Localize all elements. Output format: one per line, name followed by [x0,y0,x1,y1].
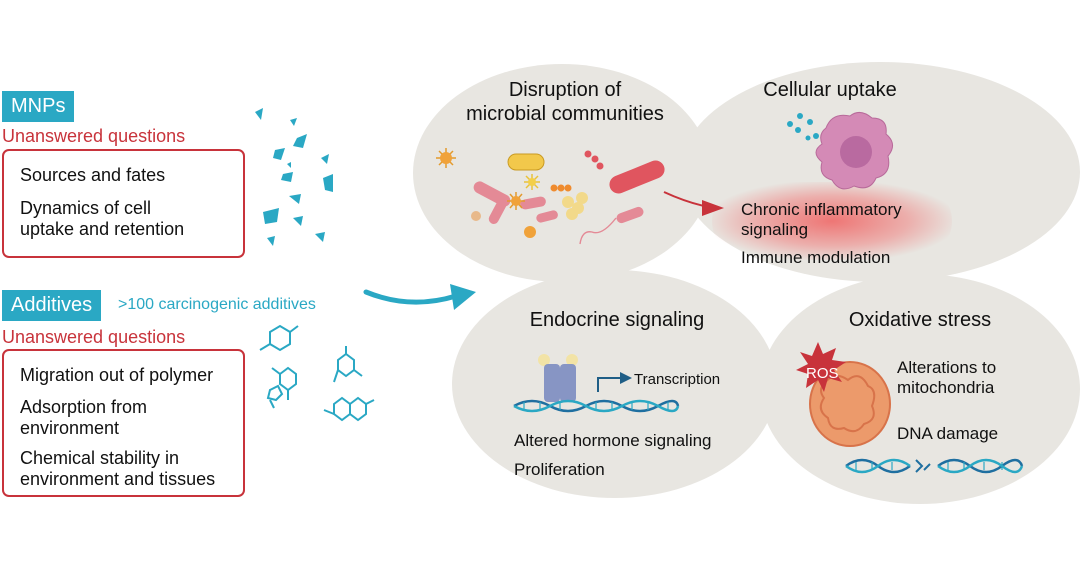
endocrine-title: Endocrine signaling [529,309,705,331]
proliferation-text: Proliferation [514,460,605,479]
cellular-title: Cellular uptake [763,79,897,101]
additives-unanswered-label: Unanswered questions [2,327,186,347]
red-arrow-icon [702,200,724,216]
endocrine-ellipse [452,270,777,498]
microplastic-fragments-icon [255,108,333,246]
additives-question-2: Adsorption from environment [20,397,148,438]
bacteria-icon [436,148,702,245]
dna-damage-text: DNA damage [897,424,999,443]
damaged-dna-icon [845,458,1024,474]
additives-tag: Additives [2,290,102,321]
immune-modulation-text: Immune modulation [741,248,891,267]
mnps-unanswered-label: Unanswered questions [2,126,186,146]
additives-question-3: Chemical stability in environment and ti… [20,448,216,489]
carcinogenic-additives-note: >100 carcinogenic additives [118,296,316,313]
additives-question-1: Migration out of polymer [20,365,214,385]
microbial-title: Disruption of microbial communities [466,79,664,125]
receptor-dna-icon [513,354,680,413]
flow-arrow-icon [363,284,476,310]
mnps-tag: MNPs [2,91,75,122]
oxidative-title: Oxidative stress [848,309,992,331]
altered-hormone-text: Altered hormone signaling [514,431,712,450]
inflammation-glow [712,182,952,260]
mitochondria-icon [796,342,891,447]
mnps-questions-box: Sources and fates Dynamics of cell uptak… [2,149,245,258]
immune-cell-icon [787,112,893,190]
transcription-label: Transcription [634,371,721,388]
additive-molecules-icon [259,324,375,422]
mnps-question-2: Dynamics of cell uptake and retention [20,198,185,239]
chronic-inflammatory-text: Chronic inflammatory signaling [741,200,902,239]
mnps-question-1: Sources and fates [20,165,166,185]
additives-questions-box: Migration out of polymer Adsorption from… [2,349,245,497]
mitochondria-alteration-text: Alterations to mitochondria [897,358,997,397]
ros-label: ROS [806,365,839,382]
